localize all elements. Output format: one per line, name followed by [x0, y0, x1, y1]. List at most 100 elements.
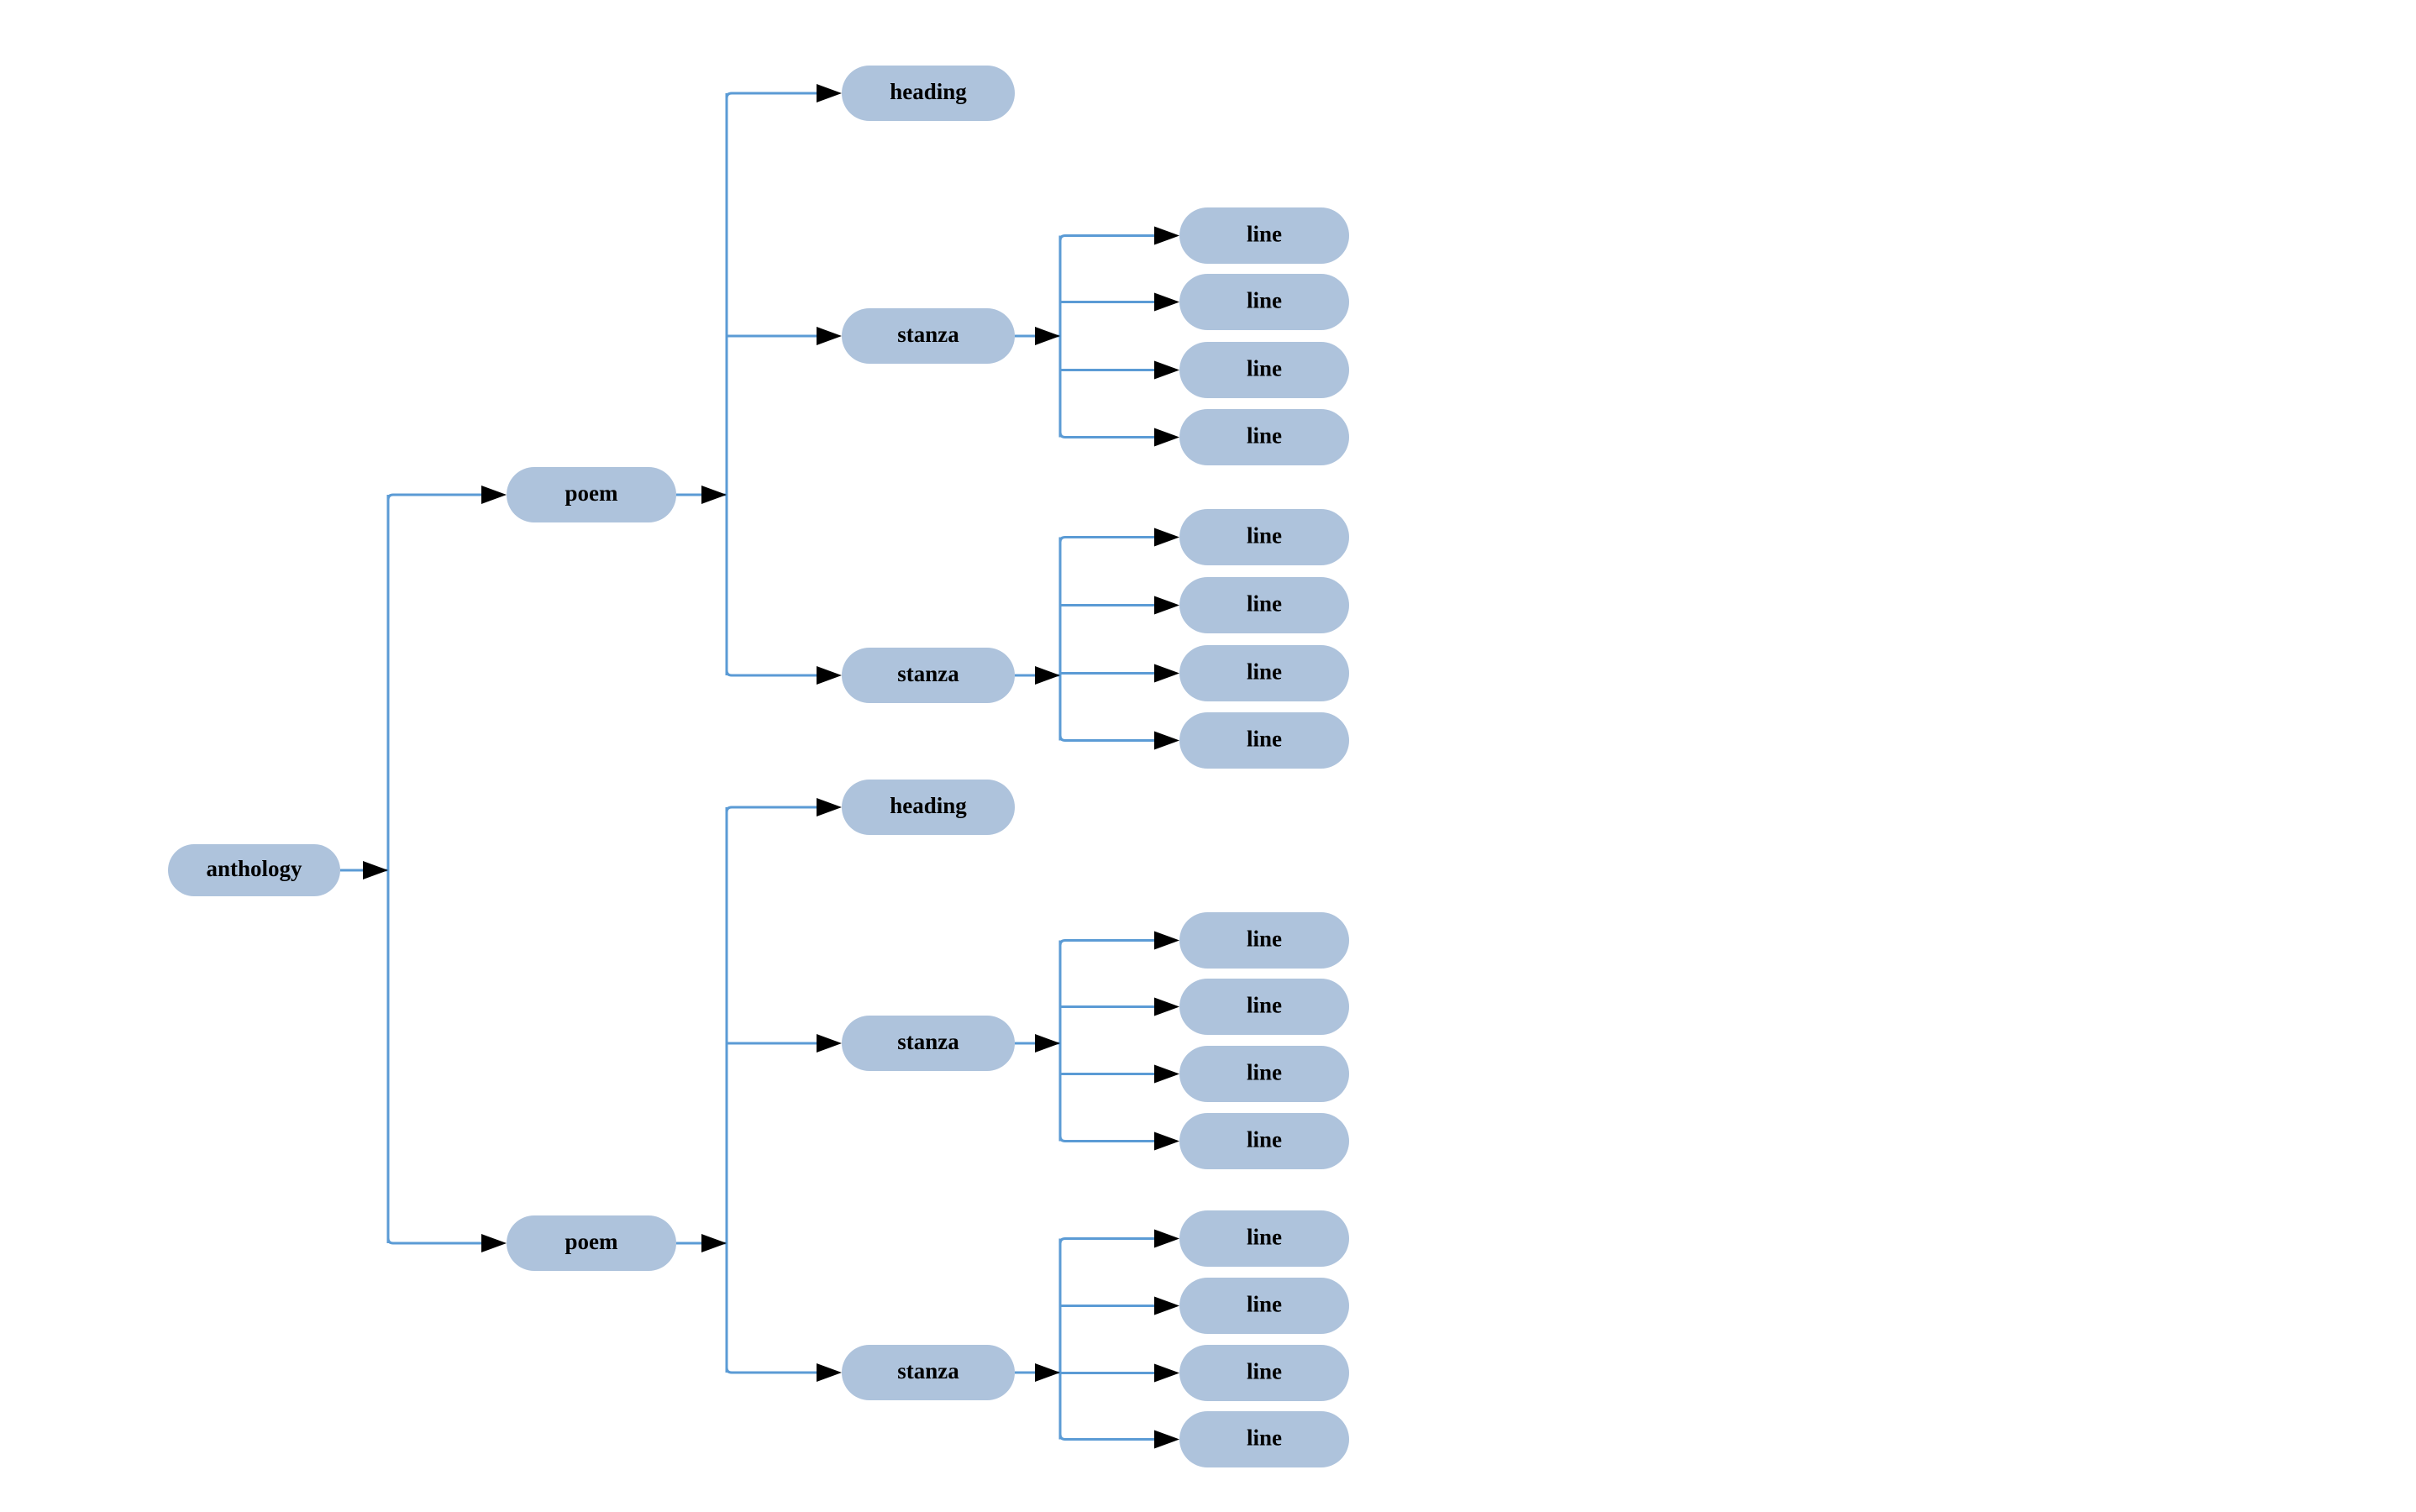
node-label-p2s1line3: line [1247, 1060, 1282, 1085]
edge-branch-poem1 [386, 493, 482, 501]
edge-branch-p1s1line1 [1058, 234, 1155, 241]
edge-branch-p1s1line4 [1058, 432, 1155, 438]
node-label-p1s1line3: line [1247, 356, 1282, 381]
node-p1s2line4[interactable]: line [1179, 712, 1349, 769]
arrowhead-poem1 [481, 486, 507, 504]
node-shape-p2s2line1[interactable] [1179, 1210, 1349, 1267]
node-shape-poem1[interactable] [507, 467, 676, 522]
node-shape-p2s1line3[interactable] [1179, 1046, 1349, 1102]
node-shape-p2s1line2[interactable] [1179, 979, 1349, 1035]
node-shape-p1stanza1[interactable] [842, 308, 1015, 364]
node-p1stanza1[interactable]: stanza [842, 308, 1015, 364]
arrowhead-stem-anthology-children [363, 861, 388, 879]
node-anthology[interactable]: anthology [168, 844, 340, 896]
node-p2s1line3[interactable]: line [1179, 1046, 1349, 1102]
node-p2s2line1[interactable]: line [1179, 1210, 1349, 1267]
node-poem1[interactable]: poem [507, 467, 676, 522]
edge-branch-p2heading [725, 806, 817, 813]
node-p2s2line4[interactable]: line [1179, 1411, 1349, 1467]
node-shape-p1s1line3[interactable] [1179, 342, 1349, 398]
node-p2s2line3[interactable]: line [1179, 1345, 1349, 1401]
arrowhead-p1s2line1 [1154, 528, 1179, 547]
node-label-p1s2line1: line [1247, 523, 1282, 549]
node-label-p2s2line4: line [1247, 1425, 1282, 1451]
node-p2stanza1[interactable]: stanza [842, 1016, 1015, 1071]
node-shape-p1heading[interactable] [842, 66, 1015, 121]
arrowhead-p1stanza2 [817, 666, 842, 685]
node-shape-poem2[interactable] [507, 1215, 676, 1271]
node-p1s2line2[interactable]: line [1179, 577, 1349, 633]
node-label-p2heading: heading [890, 793, 967, 818]
arrowhead-p2s1line2 [1154, 997, 1179, 1016]
node-label-p1s1line4: line [1247, 423, 1282, 449]
edge-branch-p1s2line4 [1058, 735, 1155, 742]
node-shape-p2s2line2[interactable] [1179, 1278, 1349, 1334]
node-shape-p2heading[interactable] [842, 780, 1015, 835]
edge-branch-p2s1line4 [1058, 1136, 1155, 1142]
arrowhead-p2s2line2 [1154, 1296, 1179, 1315]
node-label-p2s1line4: line [1247, 1127, 1282, 1152]
node-label-poem2: poem [565, 1229, 619, 1254]
node-p2s1line2[interactable]: line [1179, 979, 1349, 1035]
node-label-p1s2line2: line [1247, 591, 1282, 617]
arrowhead-p2stanza2 [817, 1363, 842, 1382]
arrowhead-p2heading [817, 798, 842, 816]
node-p1heading[interactable]: heading [842, 66, 1015, 121]
node-label-poem1: poem [565, 480, 619, 506]
arrowhead-stem-p1stanza2-children [1035, 666, 1060, 685]
node-p2heading[interactable]: heading [842, 780, 1015, 835]
node-label-p2s2line2: line [1247, 1292, 1282, 1317]
node-p2s1line1[interactable]: line [1179, 912, 1349, 969]
node-shape-p1s1line2[interactable] [1179, 274, 1349, 330]
node-p1s1line1[interactable]: line [1179, 207, 1349, 264]
arrowhead-p2s1line4 [1154, 1131, 1179, 1151]
arrowhead-poem2 [481, 1234, 507, 1252]
edge-branch-p1heading [725, 92, 817, 99]
node-shape-p2s1line1[interactable] [1179, 912, 1349, 969]
arrowhead-stem-p2stanza2-children [1035, 1363, 1060, 1382]
node-shape-p2s2line4[interactable] [1179, 1411, 1349, 1467]
arrowhead-stem-poem2-children [701, 1234, 727, 1252]
node-layer: anthology poem heading stanza line line line li… [168, 66, 1349, 1467]
arrowhead-layer [363, 84, 1179, 1449]
node-shape-p2stanza1[interactable] [842, 1016, 1015, 1071]
node-shape-p2stanza2[interactable] [842, 1345, 1015, 1400]
node-label-p2stanza1: stanza [897, 1029, 959, 1054]
edge-branch-p2s2line4 [1058, 1434, 1155, 1441]
node-p1s2line3[interactable]: line [1179, 645, 1349, 701]
node-shape-p1stanza2[interactable] [842, 648, 1015, 703]
node-shape-p1s2line3[interactable] [1179, 645, 1349, 701]
arrowhead-p1s2line2 [1154, 596, 1179, 615]
node-p2s2line2[interactable]: line [1179, 1278, 1349, 1334]
node-poem2[interactable]: poem [507, 1215, 676, 1271]
connector-layer [340, 92, 1155, 1441]
node-p1s1line3[interactable]: line [1179, 342, 1349, 398]
edge-branch-p1stanza2 [725, 669, 817, 677]
node-label-p1s1line1: line [1247, 222, 1282, 247]
node-label-p1stanza2: stanza [897, 661, 959, 686]
arrowhead-p2s1line1 [1154, 931, 1179, 950]
node-shape-p1s2line2[interactable] [1179, 577, 1349, 633]
arrowhead-p1stanza1 [817, 327, 842, 345]
arrowhead-p1s2line4 [1154, 731, 1179, 750]
node-p2stanza2[interactable]: stanza [842, 1345, 1015, 1400]
arrowhead-p2s2line3 [1154, 1363, 1179, 1383]
node-shape-p1s1line4[interactable] [1179, 409, 1349, 465]
edge-branch-p2s1line1 [1058, 939, 1155, 946]
node-shape-p2s1line4[interactable] [1179, 1113, 1349, 1169]
arrowhead-p2s1line3 [1154, 1064, 1179, 1084]
node-label-p2s1line2: line [1247, 993, 1282, 1018]
arrowhead-p2s2line1 [1154, 1229, 1179, 1248]
node-p1s1line2[interactable]: line [1179, 274, 1349, 330]
node-shape-p1s2line4[interactable] [1179, 712, 1349, 769]
node-p1s2line1[interactable]: line [1179, 509, 1349, 565]
node-shape-p1s2line1[interactable] [1179, 509, 1349, 565]
node-shape-anthology[interactable] [168, 844, 340, 896]
node-p1s1line4[interactable]: line [1179, 409, 1349, 465]
node-p2s1line4[interactable]: line [1179, 1113, 1349, 1169]
arrowhead-p1s1line3 [1154, 360, 1179, 380]
node-shape-p1s1line1[interactable] [1179, 207, 1349, 264]
node-shape-p2s2line3[interactable] [1179, 1345, 1349, 1401]
node-p1stanza2[interactable]: stanza [842, 648, 1015, 703]
